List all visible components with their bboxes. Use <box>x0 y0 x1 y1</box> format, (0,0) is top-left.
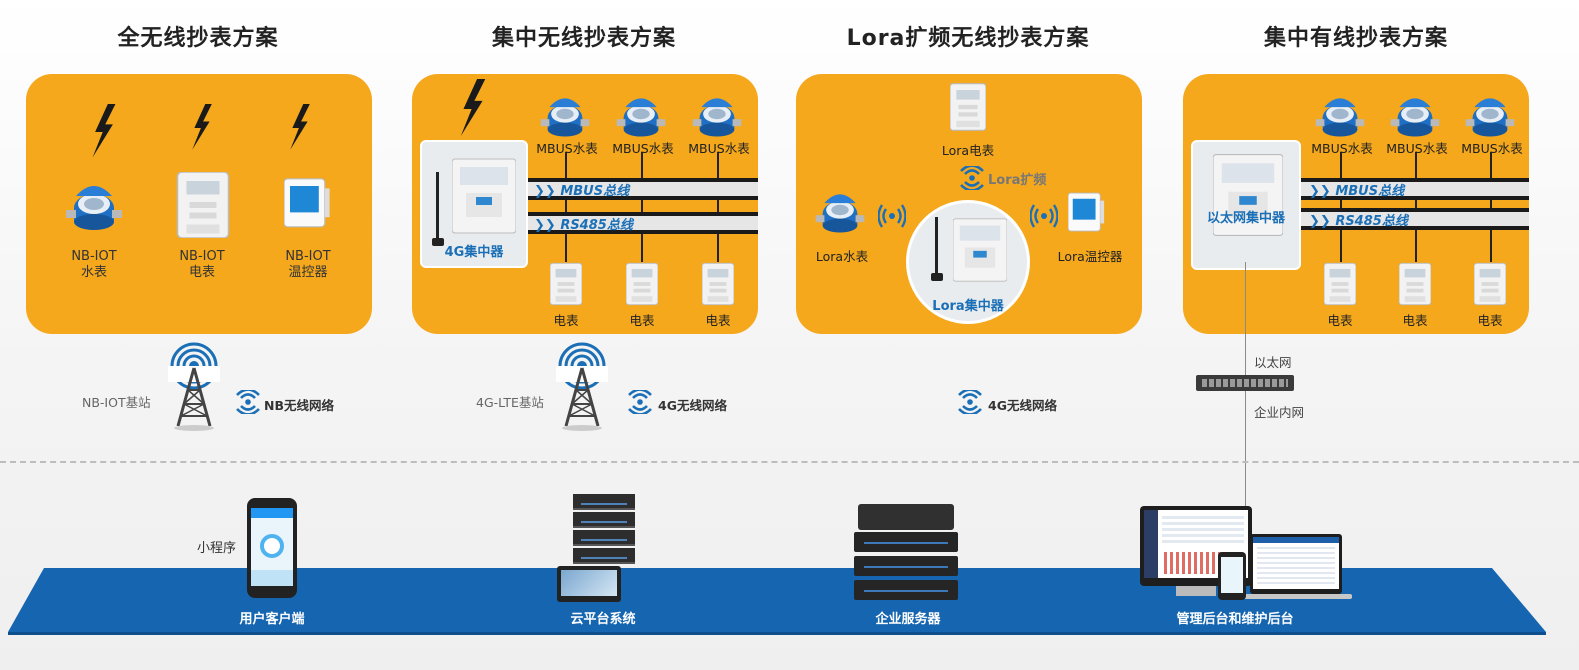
panel-central-wireless: ❯❯ MBUS总线 ❯❯ RS485总线 MBUS水表 MBUS水表 MBUS水… <box>412 74 758 334</box>
electric-meter-icon <box>626 262 658 306</box>
nb-electric-meter-icon <box>176 172 230 238</box>
monitor-icon <box>557 566 621 602</box>
tablet-icon <box>1218 552 1246 600</box>
panel-full-wireless: NB-IOT 水表 NB-IOT 电表 NB-IOT 温控器 <box>26 74 372 334</box>
nb-water-label-1: NB-IOT <box>71 249 117 264</box>
network-switch-icon <box>1196 375 1294 391</box>
mbus-bus-label: ❯❯ MBUS总线 <box>1309 184 1405 199</box>
rs485-bus-label: ❯❯ RS485总线 <box>534 218 633 233</box>
lora-spread-label: Lora扩频 <box>988 173 1047 188</box>
mbus-meter-label: MBUS水表 <box>1461 141 1523 156</box>
lora-concentrator-label: Lora集中器 <box>932 299 1004 314</box>
nb-water-meter-icon <box>66 186 122 230</box>
mbus-bus-line: ❯❯ MBUS总线 <box>526 178 758 200</box>
signal-bolt-icon <box>192 104 212 150</box>
electric-meter-label: 电表 <box>1327 313 1353 328</box>
rs485-bus-line: ❯❯ RS485总线 <box>1301 208 1529 230</box>
title-central-wired: 集中有线抄表方案 <box>1263 26 1448 51</box>
ethernet-concentrator-box: 以太网集中器 <box>1191 140 1301 270</box>
wireless-signal-icon <box>236 390 260 414</box>
lora-spread-icon <box>960 166 984 190</box>
enterprise-server-label: 企业服务器 <box>875 612 941 627</box>
nb-wireless-network-label: NB无线网络 <box>264 398 334 413</box>
mbus-meter-label: MBUS水表 <box>1311 141 1373 156</box>
lora-thermostat-icon <box>1068 192 1105 232</box>
server-rack-icon <box>573 494 635 578</box>
4g-wireless-network-label: 4G无线网络 <box>658 398 727 413</box>
smartphone-icon <box>247 498 297 598</box>
radio-wave-icon <box>878 204 906 228</box>
nb-water-label-2: 水表 <box>80 265 107 280</box>
mini-program-label: 小程序 <box>197 541 237 556</box>
mbus-meter-label: MBUS水表 <box>1386 141 1448 156</box>
electric-meter-icon <box>702 262 734 306</box>
lora-thermostat-label: Lora温控器 <box>1057 249 1123 264</box>
cloud-platform-label: 云平台系统 <box>570 612 636 627</box>
signal-bolt-icon <box>460 79 486 137</box>
cell-tower-icon <box>168 342 220 433</box>
lora-electric-meter-label: Lora电表 <box>941 143 995 158</box>
signal-bolt-icon <box>290 104 310 150</box>
ethernet-label: 以太网 <box>1254 355 1292 370</box>
nb-thermo-label-2: 温控器 <box>288 265 328 280</box>
section-divider <box>0 461 1579 463</box>
mbus-meter-label: MBUS水表 <box>612 141 674 156</box>
electric-meter-label: 电表 <box>1477 313 1503 328</box>
electric-meter-label: 电表 <box>553 313 579 328</box>
mbus-water-meter-icon <box>1465 98 1515 137</box>
panel-lora: Lora电表 Lora扩频 Lora水表 Lora温控器 Lora集中器 <box>796 74 1142 334</box>
mbus-meter-label: MBUS水表 <box>688 141 750 156</box>
nb-thermostat-icon <box>284 178 331 228</box>
mbus-meter-label: MBUS水表 <box>536 141 598 156</box>
electric-meter-label: 电表 <box>1402 313 1428 328</box>
mbus-bus-line: ❯❯ MBUS总线 <box>1301 178 1529 200</box>
lora-water-meter-label: Lora水表 <box>815 249 869 264</box>
electric-meter-label: 电表 <box>705 313 731 328</box>
4g-concentrator-box: 4G集中器 <box>420 140 528 268</box>
enterprise-server-icon <box>854 504 958 600</box>
panel-central-wired: ❯❯ MBUS总线 ❯❯ RS485总线 MBUS水表 MBUS水表 MBUS水… <box>1183 74 1529 334</box>
lora-water-meter-icon <box>815 194 865 233</box>
mbus-water-meter-icon <box>1315 98 1365 137</box>
user-client-label: 用户客户端 <box>239 612 305 627</box>
nb-elec-label-1: NB-IOT <box>179 249 225 264</box>
wireless-signal-icon <box>628 390 652 414</box>
radio-wave-icon <box>1030 204 1058 228</box>
electric-meter-icon <box>550 262 582 306</box>
nb-iot-station-label: NB-IOT基站 <box>82 395 151 410</box>
4g-concentrator-label: 4G集中器 <box>444 245 504 260</box>
antenna-icon <box>935 217 938 277</box>
electric-meter-icon <box>1474 262 1506 306</box>
title-full-wireless: 全无线抄表方案 <box>117 26 279 51</box>
title-central-wireless: 集中无线抄表方案 <box>491 26 676 51</box>
laptop-icon <box>1250 534 1342 594</box>
mbus-water-meter-icon <box>616 98 666 137</box>
4g-wireless-network-label-2: 4G无线网络 <box>988 398 1057 413</box>
cell-tower-icon <box>556 342 608 433</box>
signal-bolt-icon <box>92 104 116 158</box>
lora-electric-meter-icon <box>950 83 986 131</box>
admin-backend-label: 管理后台和维护后台 <box>1176 612 1294 627</box>
title-lora: Lora扩频无线抄表方案 <box>846 26 1090 51</box>
electric-meter-label: 电表 <box>629 313 655 328</box>
4g-lte-station-label: 4G-LTE基站 <box>476 395 544 410</box>
wireless-signal-icon <box>958 390 982 414</box>
mbus-water-meter-icon <box>540 98 590 137</box>
nb-elec-label-2: 电表 <box>188 265 215 280</box>
electric-meter-icon <box>1399 262 1431 306</box>
concentrator-icon <box>953 218 1007 282</box>
rs485-bus-line: ❯❯ RS485总线 <box>526 212 758 234</box>
ethernet-concentrator-label: 以太网集中器 <box>1206 211 1285 226</box>
antenna-icon <box>436 172 439 242</box>
lora-concentrator-circle: Lora集中器 <box>906 200 1030 324</box>
mbus-water-meter-icon <box>692 98 742 137</box>
intranet-label: 企业内网 <box>1254 405 1305 420</box>
mbus-water-meter-icon <box>1390 98 1440 137</box>
rs485-bus-label: ❯❯ RS485总线 <box>1309 214 1408 229</box>
mbus-bus-label: ❯❯ MBUS总线 <box>534 184 630 199</box>
concentrator-icon <box>452 158 516 234</box>
nb-thermo-label-1: NB-IOT <box>285 249 331 264</box>
electric-meter-icon <box>1324 262 1356 306</box>
